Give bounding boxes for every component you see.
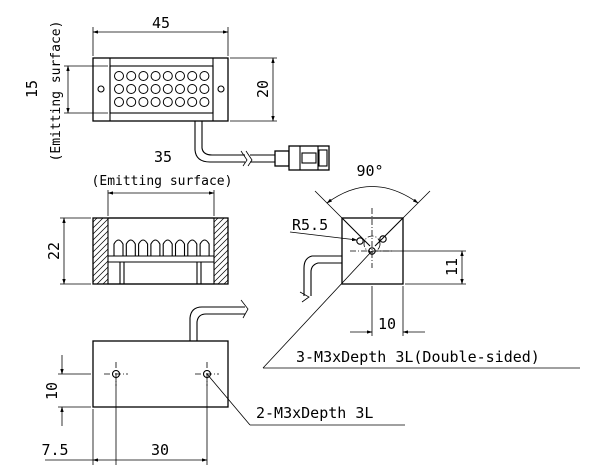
- led-dome: [187, 239, 198, 256]
- dim-angle: 90°: [356, 162, 383, 180]
- side-cable: [303, 255, 342, 296]
- led-dome: [162, 239, 173, 256]
- led: [175, 84, 185, 94]
- led: [126, 84, 137, 94]
- led-domes: [113, 239, 210, 256]
- led: [114, 97, 124, 107]
- led: [162, 84, 173, 94]
- led: [150, 71, 161, 81]
- mount-hole: [97, 85, 105, 93]
- led-dome: [174, 239, 186, 256]
- emitting-window: [109, 65, 214, 114]
- led: [162, 97, 173, 107]
- led: [150, 84, 161, 94]
- front-section-view: 35 (Emitting surface) 22: [45, 148, 233, 285]
- led: [138, 84, 149, 94]
- led: [126, 97, 137, 107]
- mount-hole: [217, 85, 225, 93]
- top-view: 45 20 15 (Emitting surface): [23, 14, 330, 171]
- dim-side-height: 22: [45, 242, 63, 260]
- dim-side-right: 11: [443, 258, 461, 276]
- bottom-view: 10 7.5 30 2-M3xDepth 3L: [41, 299, 405, 465]
- callout-three-holes: 3-M3xDepth 3L(Double-sided): [296, 348, 540, 366]
- connector: [274, 145, 330, 171]
- cable: [194, 121, 245, 163]
- led-dome: [113, 239, 124, 256]
- led: [126, 71, 137, 81]
- led-array: [114, 71, 210, 107]
- side-hole: [379, 235, 387, 243]
- led: [175, 97, 185, 107]
- led-dome: [199, 239, 210, 256]
- led: [199, 97, 210, 107]
- section-outline: [92, 217, 229, 285]
- led-dome: [138, 239, 149, 256]
- led: [162, 71, 173, 81]
- dim-height-right: 20: [254, 80, 272, 98]
- dim-emit-height: 15: [23, 80, 41, 98]
- led: [187, 84, 198, 94]
- dim-emit-width: 35: [154, 148, 172, 166]
- dim-side-bottom: 10: [378, 315, 396, 333]
- side-view: 90° R5.5 11 10 3-M3xDepth 3L(Double-side…: [262, 162, 580, 369]
- dim-bottom-spacing: 30: [151, 441, 169, 459]
- led: [114, 71, 124, 81]
- led: [138, 71, 149, 81]
- led-dome: [150, 239, 161, 256]
- led-dome: [125, 239, 136, 256]
- dim-bottom-left-height: 10: [43, 382, 61, 400]
- led: [187, 97, 198, 107]
- dim-width-top: 45: [152, 14, 170, 32]
- led: [199, 71, 210, 81]
- bottom-cable: [189, 306, 245, 341]
- dim-emit-height-note: (Emitting surface): [49, 21, 64, 162]
- led: [138, 97, 149, 107]
- dim-bottom-offset: 7.5: [41, 441, 68, 459]
- led: [199, 84, 210, 94]
- callout-two-holes: 2-M3xDepth 3L: [256, 404, 373, 422]
- dim-emit-width-note: (Emitting surface): [92, 174, 233, 189]
- section-hatch: [93, 218, 108, 284]
- led: [114, 84, 124, 94]
- led: [187, 71, 198, 81]
- section-hatch: [214, 218, 228, 284]
- led: [175, 71, 185, 81]
- led: [150, 97, 161, 107]
- dim-radius: R5.5: [292, 216, 328, 234]
